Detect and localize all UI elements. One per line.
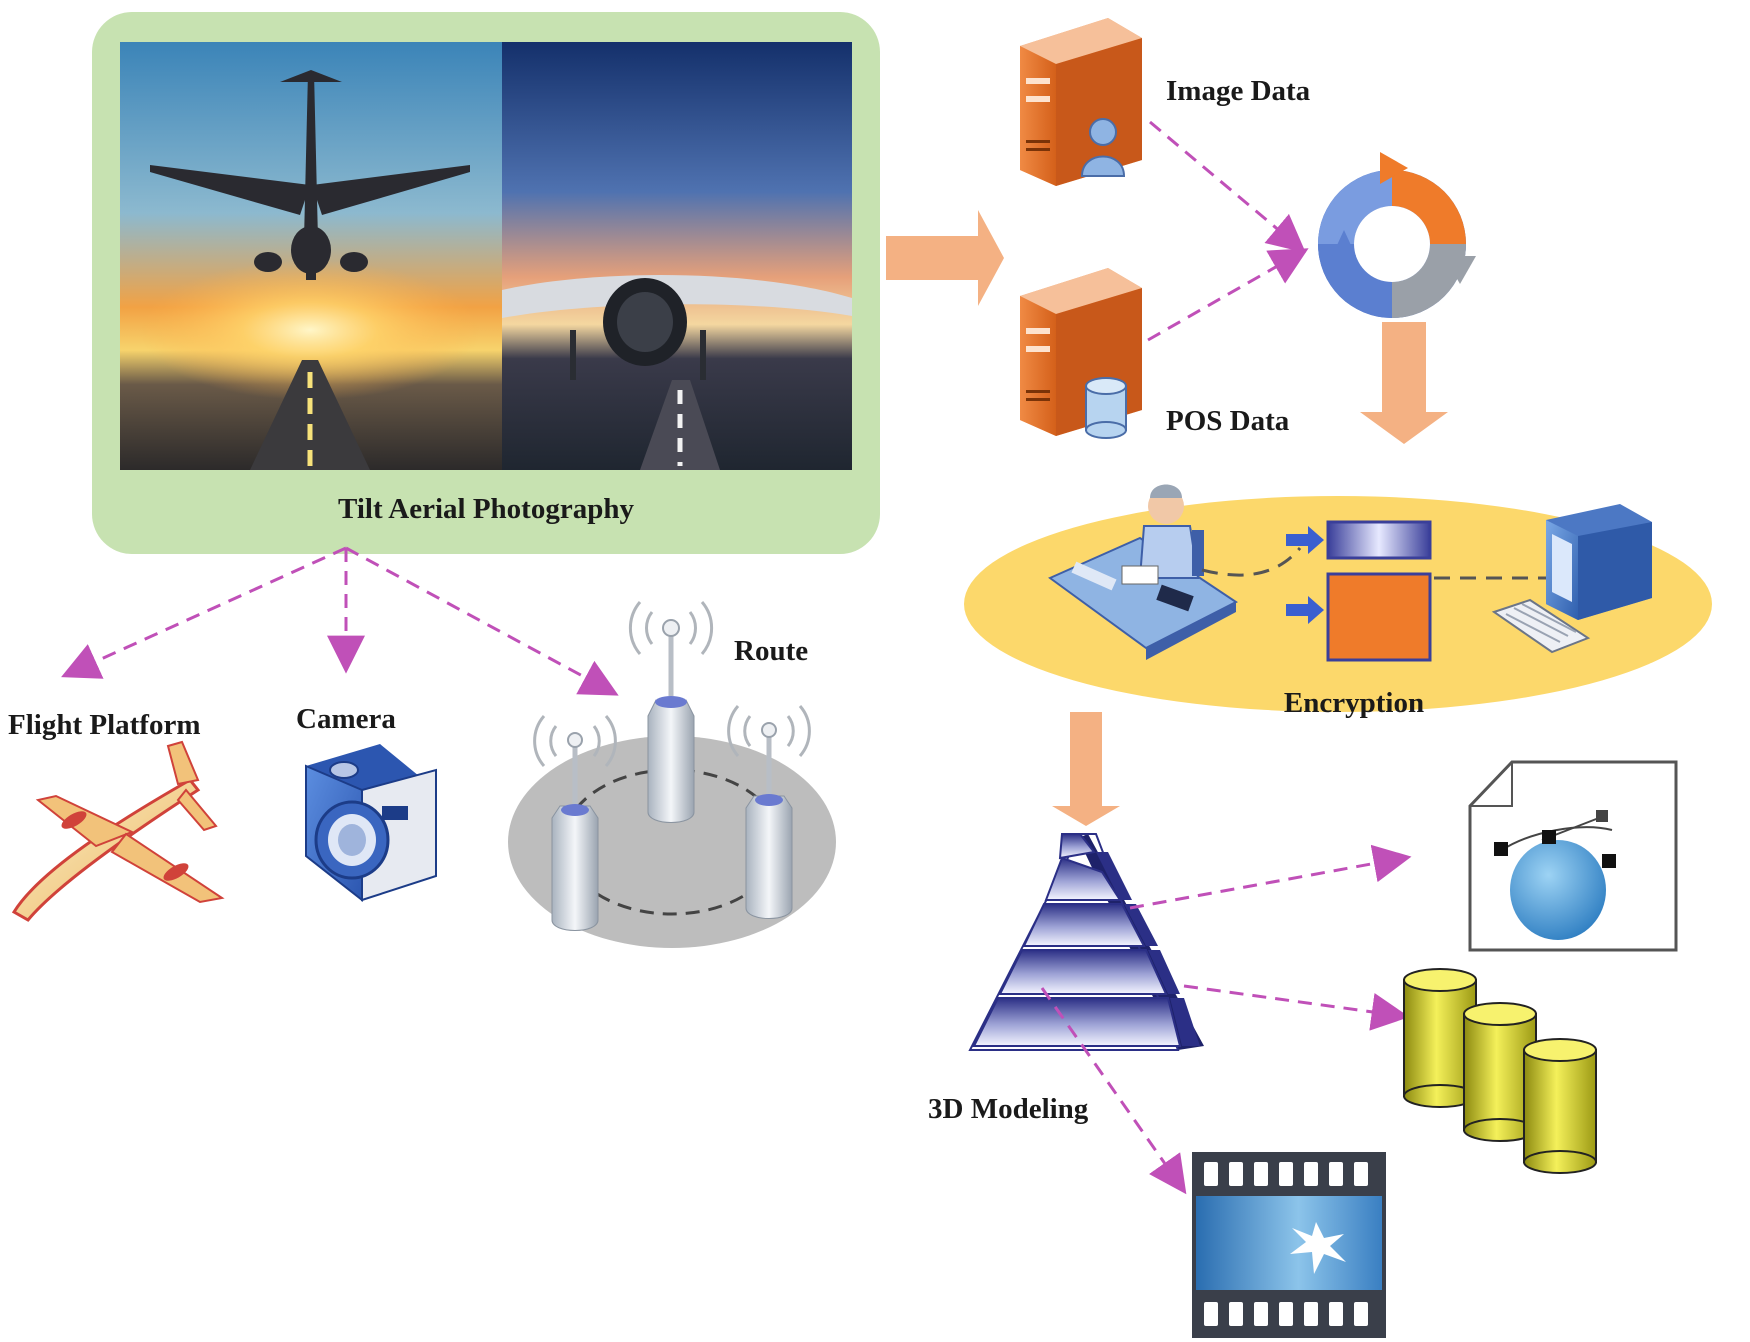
film-strip-icon <box>1192 1152 1386 1338</box>
dashed-arrow-to-flight-platform <box>61 546 347 679</box>
database-stack-icon <box>1403 968 1597 1174</box>
camera-label: Camera <box>296 703 396 735</box>
flight-platform-label: Flight Platform <box>8 709 200 741</box>
dashed-arrow-to-film <box>1040 987 1187 1195</box>
dashed-arrow-to-database <box>1183 984 1410 1031</box>
3d-modeling-label: 3D Modeling <box>928 1093 1089 1125</box>
camera-icon <box>305 744 437 903</box>
cycle-arrows-icon <box>1318 152 1476 318</box>
computer-monitor-icon <box>1546 504 1652 620</box>
vector-document-icon <box>1468 760 1678 952</box>
encryption-label: Encryption <box>1284 687 1424 719</box>
dashed-arrow-pos-to-cycle <box>1147 248 1309 342</box>
dashed-link-desk-to-block <box>1201 547 1302 577</box>
flow-arrow-right <box>886 210 1004 306</box>
server-database-icon <box>1020 268 1142 439</box>
airplane-icon <box>11 740 225 922</box>
encryption-block-icon <box>1286 520 1432 662</box>
pyramid-icon <box>968 833 1204 1051</box>
image-data-label: Image Data <box>1166 75 1311 107</box>
server-user-icon <box>1020 18 1142 186</box>
pos-data-label: POS Data <box>1166 405 1290 437</box>
dashed-arrow-to-route <box>345 546 619 696</box>
tilt-aerial-photography-label: Tilt Aerial Photography <box>338 493 634 525</box>
route-label: Route <box>734 635 808 667</box>
dashed-arrow-to-vector-document <box>1129 844 1412 910</box>
wireless-router-icon <box>508 601 836 948</box>
operator-desk-icon <box>1048 484 1238 660</box>
flow-arrow-down-1 <box>1360 322 1448 444</box>
flow-arrow-down-2 <box>1052 712 1120 826</box>
airplane-engine-photo <box>502 42 852 470</box>
runway-airplane-photo <box>120 42 502 470</box>
dashed-arrow-image-to-cycle <box>1149 120 1306 253</box>
keyboard-icon <box>1491 598 1591 654</box>
